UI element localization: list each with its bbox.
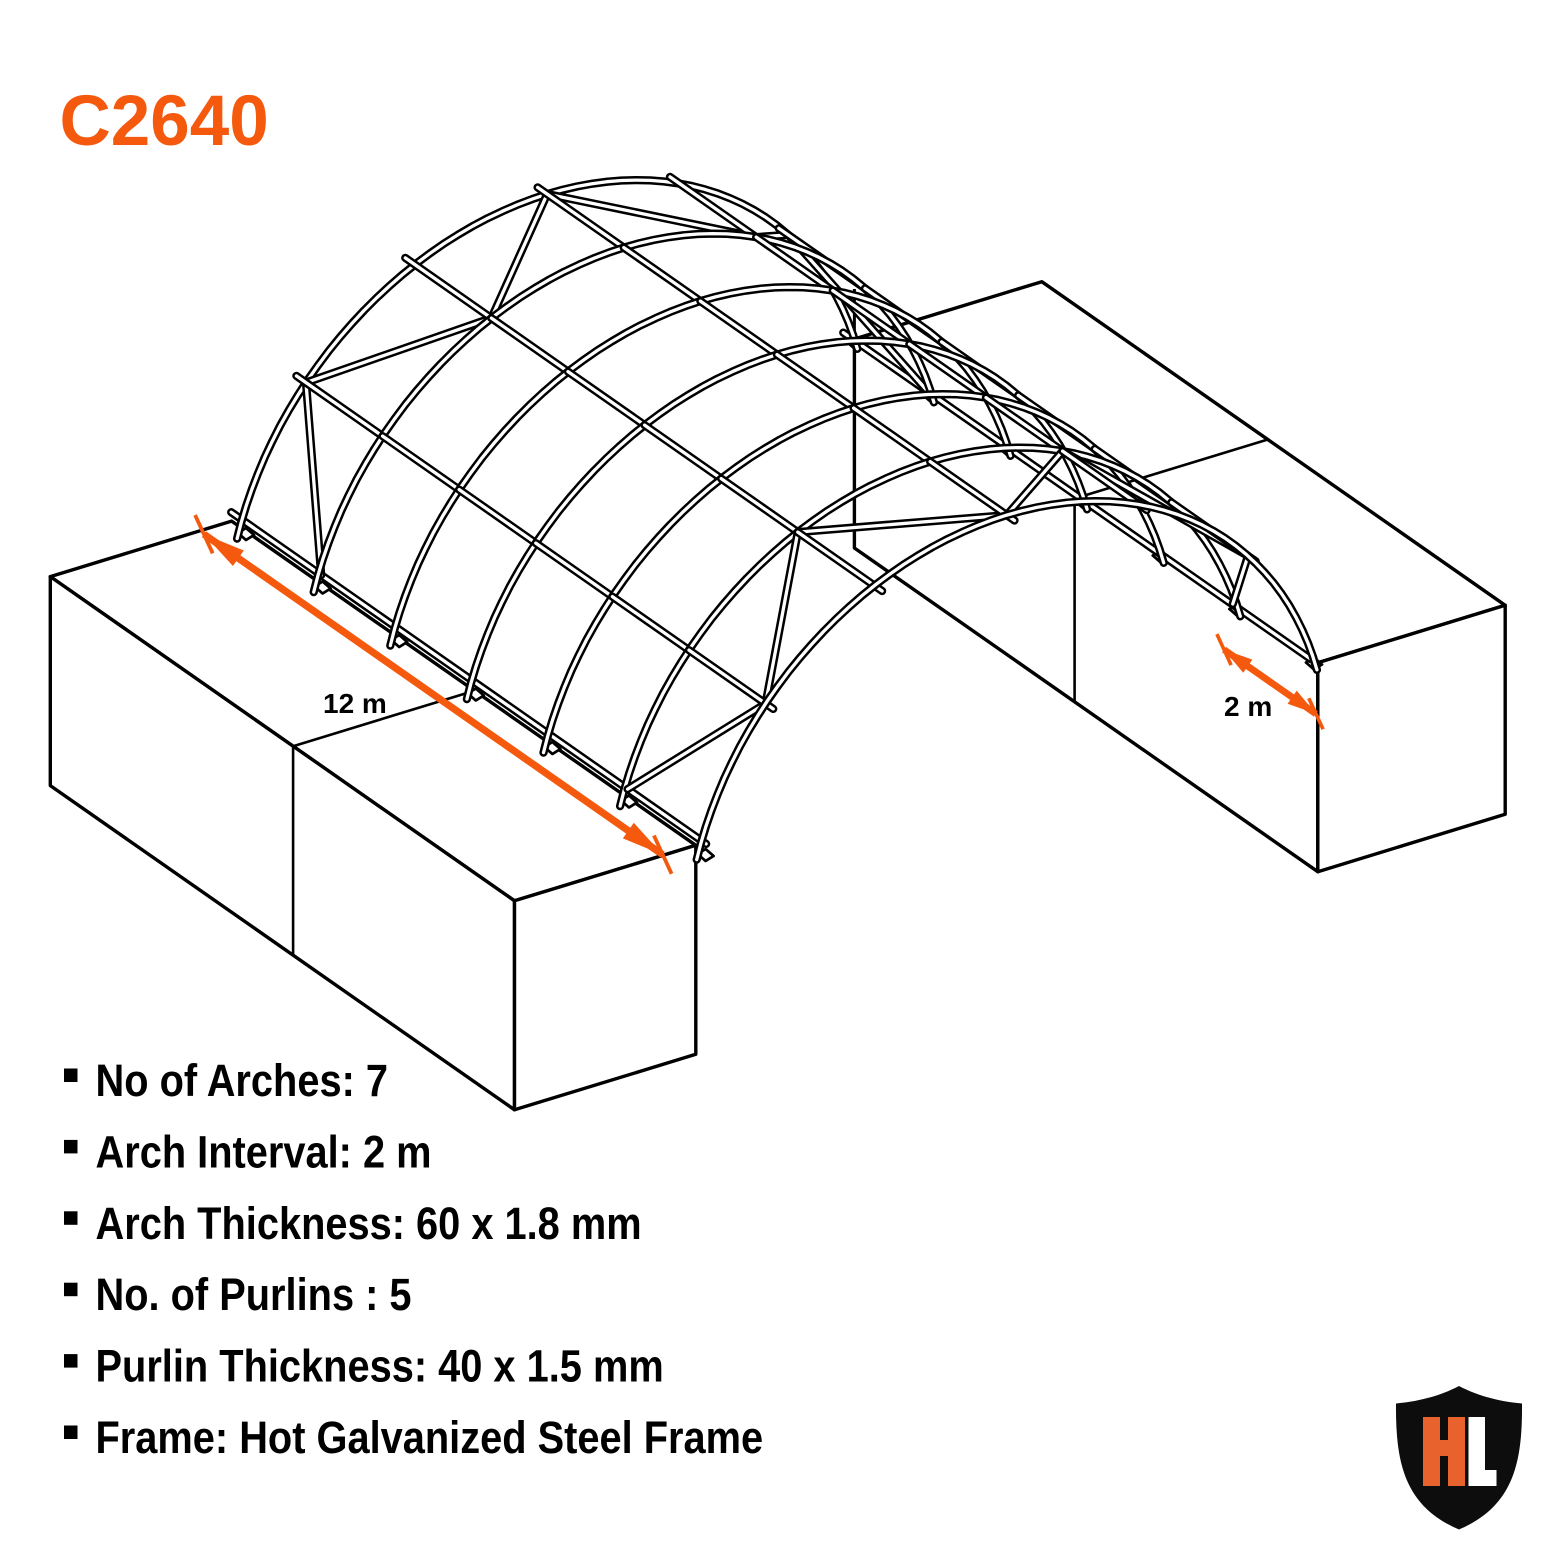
svg-text:Arch Thickness: 60 x 1.8 mm: Arch Thickness: 60 x 1.8 mm: [96, 1199, 642, 1249]
svg-text:2 m: 2 m: [1224, 691, 1272, 722]
svg-text:No. of Purlins : 5: No. of Purlins : 5: [96, 1270, 412, 1320]
svg-text:No of Arches: 7: No of Arches: 7: [96, 1056, 388, 1106]
svg-text:Purlin Thickness: 40 x 1.5 mm: Purlin Thickness: 40 x 1.5 mm: [96, 1341, 664, 1391]
svg-text:C2640: C2640: [60, 82, 269, 161]
svg-text:Frame: Hot Galvanized Steel Fr: Frame: Hot Galvanized Steel Frame: [96, 1413, 764, 1463]
svg-text:Arch Interval: 2 m: Arch Interval: 2 m: [96, 1127, 432, 1177]
svg-text:12 m: 12 m: [323, 688, 387, 719]
